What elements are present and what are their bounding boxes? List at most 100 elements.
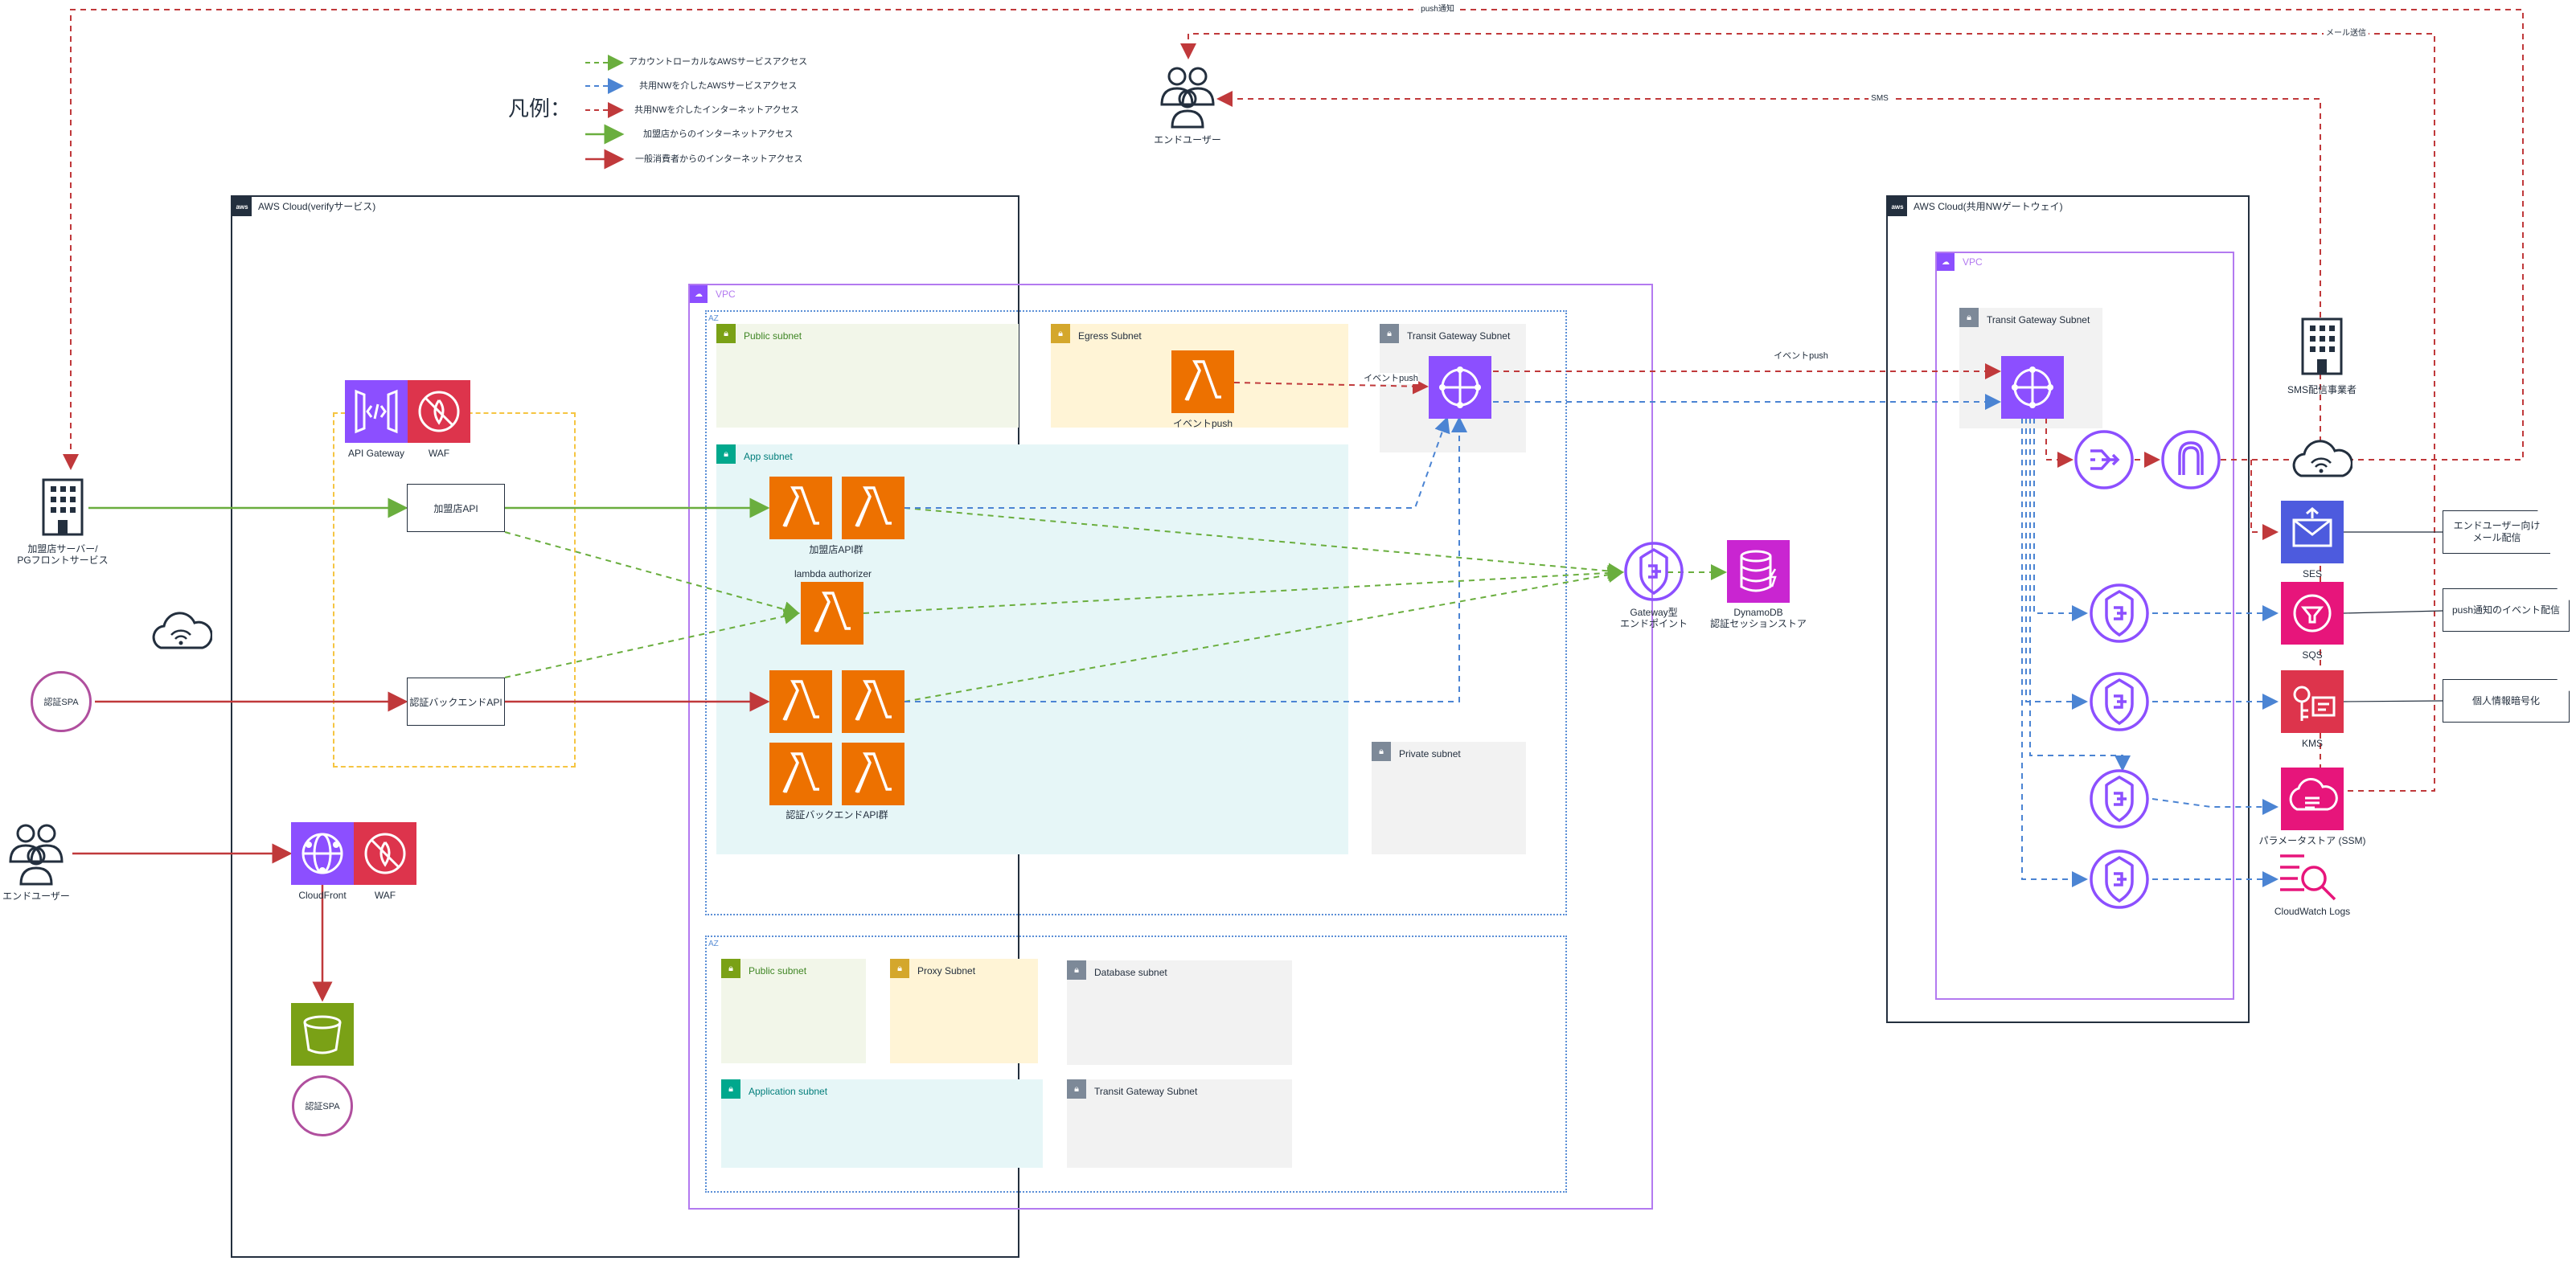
note-push-text: push通知のイベント配信 — [2451, 604, 2561, 616]
cloudwatch-logs[interactable] — [2275, 848, 2340, 903]
az-1: AZ — [705, 310, 1567, 915]
merchant-server[interactable] — [42, 478, 84, 536]
edge-label-event-push-2: イベントpush — [1774, 351, 1828, 361]
api-gateway[interactable] — [345, 380, 408, 443]
lambda-icon — [782, 752, 819, 793]
vpc-endpoint-icon — [2090, 850, 2149, 909]
auth-backend-api[interactable]: 認証バックエンドAPI — [407, 678, 505, 726]
merchant-api-lambda-1[interactable] — [769, 477, 832, 539]
transit-gateway-subnet-2-title: Transit Gateway Subnet — [1094, 1086, 1198, 1097]
legend-item-1: アカウントローカルなAWSサービスアクセス — [629, 57, 808, 67]
ssm[interactable] — [2281, 768, 2344, 830]
edge-label-sms: SMS — [1868, 93, 1891, 104]
transit-gateway-shared[interactable] — [2001, 356, 2064, 419]
users-icon — [1160, 67, 1215, 129]
edge-label-push: push通知 — [1418, 4, 1457, 15]
event-push-lambda[interactable] — [1171, 350, 1234, 413]
proxy-subnet: 🔒︎ Proxy Subnet — [890, 959, 1038, 1063]
transit-gateway-subnet-2: 🔒︎ Transit Gateway Subnet — [1067, 1079, 1292, 1168]
public-subnet-2: 🔒︎ Public subnet — [721, 959, 866, 1063]
az-2-title: AZ — [708, 940, 719, 948]
lock-icon: 🔒︎ — [721, 1079, 740, 1099]
vpc-shared: ☁ VPC — [1935, 252, 2234, 1000]
merchant-api-lambda-2[interactable] — [842, 477, 904, 539]
lambda-icon — [782, 486, 819, 527]
kms-label: KMS — [2301, 738, 2324, 749]
cloudfront[interactable] — [291, 822, 354, 885]
sms-provider[interactable] — [2301, 317, 2343, 375]
end-user-left[interactable] — [4, 820, 68, 889]
private-subnet-title: Private subnet — [1399, 748, 1461, 759]
internet-gateway[interactable] — [2160, 428, 2222, 491]
merchant-api[interactable]: 加盟店API — [407, 484, 505, 532]
api-gateway-label: API Gateway — [347, 448, 405, 459]
gateway-endpoint[interactable] — [1622, 540, 1685, 603]
auth-backend-lambda-2[interactable] — [842, 670, 904, 733]
vpc-shared-title: VPC — [1963, 256, 1983, 268]
vpc-main-title: VPC — [716, 289, 736, 300]
az-1-title: AZ — [708, 314, 719, 323]
note-kms-text: 個人情報暗号化 — [2471, 694, 2540, 706]
legend-lines — [585, 55, 625, 170]
vpc-endpoint-logs[interactable] — [2088, 848, 2151, 911]
lambda-icon — [782, 680, 819, 721]
building-icon — [2301, 317, 2343, 375]
vpc-badge-icon: ☁ — [1937, 253, 1955, 271]
lambda-icon — [855, 752, 892, 793]
lock-icon: 🔒︎ — [1959, 308, 1979, 327]
auth-backend-lambda-4[interactable] — [842, 743, 904, 805]
waf-1[interactable] — [408, 380, 470, 443]
end-user-top[interactable] — [1155, 63, 1220, 132]
merchant-server-label: 加盟店サーバー/ PGフロントサービス — [17, 543, 109, 566]
lock-icon: 🔒︎ — [716, 444, 736, 464]
legend-item-5: 一般消費者からのインターネットアクセス — [635, 154, 803, 164]
users-icon — [9, 824, 64, 886]
vpc-endpoint-ssm[interactable] — [2088, 768, 2151, 830]
public-subnet-1: 🔒︎ Public subnet — [716, 324, 1019, 428]
transit-gateway-main[interactable] — [1429, 356, 1491, 419]
vpc-endpoint-sqs[interactable] — [2088, 582, 2151, 645]
legend-title: 凡例： — [508, 96, 572, 121]
ses[interactable] — [2281, 501, 2344, 563]
sqs[interactable] — [2281, 582, 2344, 645]
cloudwatch-logs-icon — [2280, 854, 2336, 901]
note-push: push通知のイベント配信 — [2443, 588, 2570, 632]
dynamodb-label: DynamoDB 認証セッションストア — [1710, 607, 1807, 629]
event-push-lambda-label: イベントpush — [1172, 418, 1233, 429]
waf-2[interactable] — [354, 822, 416, 885]
database-subnet: 🔒︎ Database subnet — [1067, 960, 1292, 1065]
auth-backend-lambda-1[interactable] — [769, 670, 832, 733]
auth-backend-lambda-3[interactable] — [769, 743, 832, 805]
legend-item-3: 共用NWを介したインターネットアクセス — [634, 105, 799, 115]
nat-gateway-icon — [2074, 430, 2134, 489]
dynamodb[interactable] — [1727, 540, 1790, 603]
vpc-badge-icon: ☁ — [690, 285, 708, 303]
aws-cloud-shared: aws AWS Cloud(共用NWゲートウェイ) — [1886, 195, 2250, 1023]
kms[interactable] — [2281, 670, 2344, 733]
waf-icon — [418, 391, 460, 432]
auth-spa-left[interactable]: 認証SPA — [31, 671, 92, 732]
merchant-api-label: 加盟店API — [433, 502, 478, 514]
note-kms: 個人情報暗号化 — [2443, 679, 2570, 723]
app-subnet-title: App subnet — [744, 451, 793, 462]
lock-icon: 🔒︎ — [1372, 742, 1391, 761]
vpc-endpoint-icon — [2090, 769, 2149, 829]
shared-transit-gateway-subnet-title: Transit Gateway Subnet — [1987, 314, 2090, 325]
lambda-authorizer[interactable] — [801, 582, 863, 645]
building-icon — [42, 478, 84, 536]
application-subnet-title: Application subnet — [749, 1086, 828, 1097]
vpc-endpoint-kms[interactable] — [2088, 670, 2151, 733]
nat-gateway[interactable] — [2073, 428, 2135, 491]
sms-provider-label: SMS配信事業者 — [2287, 384, 2357, 395]
kms-icon — [2293, 686, 2336, 721]
auth-spa-bottom[interactable]: 認証SPA — [292, 1075, 353, 1136]
lambda-authorizer-label: lambda authorizer — [794, 568, 872, 579]
s3-bucket[interactable] — [291, 1003, 354, 1066]
aws-cloud-verify-title: AWS Cloud(verifyサービス) — [258, 201, 376, 212]
legend-item-2: 共用NWを介したAWSサービスアクセス — [639, 81, 798, 91]
lock-icon: 🔒︎ — [1051, 324, 1070, 343]
merchant-api-group-label: 加盟店API群 — [809, 544, 863, 555]
cloudfront-icon — [301, 833, 343, 874]
egress-subnet-title: Egress Subnet — [1078, 330, 1142, 342]
az-2: AZ — [705, 936, 1567, 1193]
